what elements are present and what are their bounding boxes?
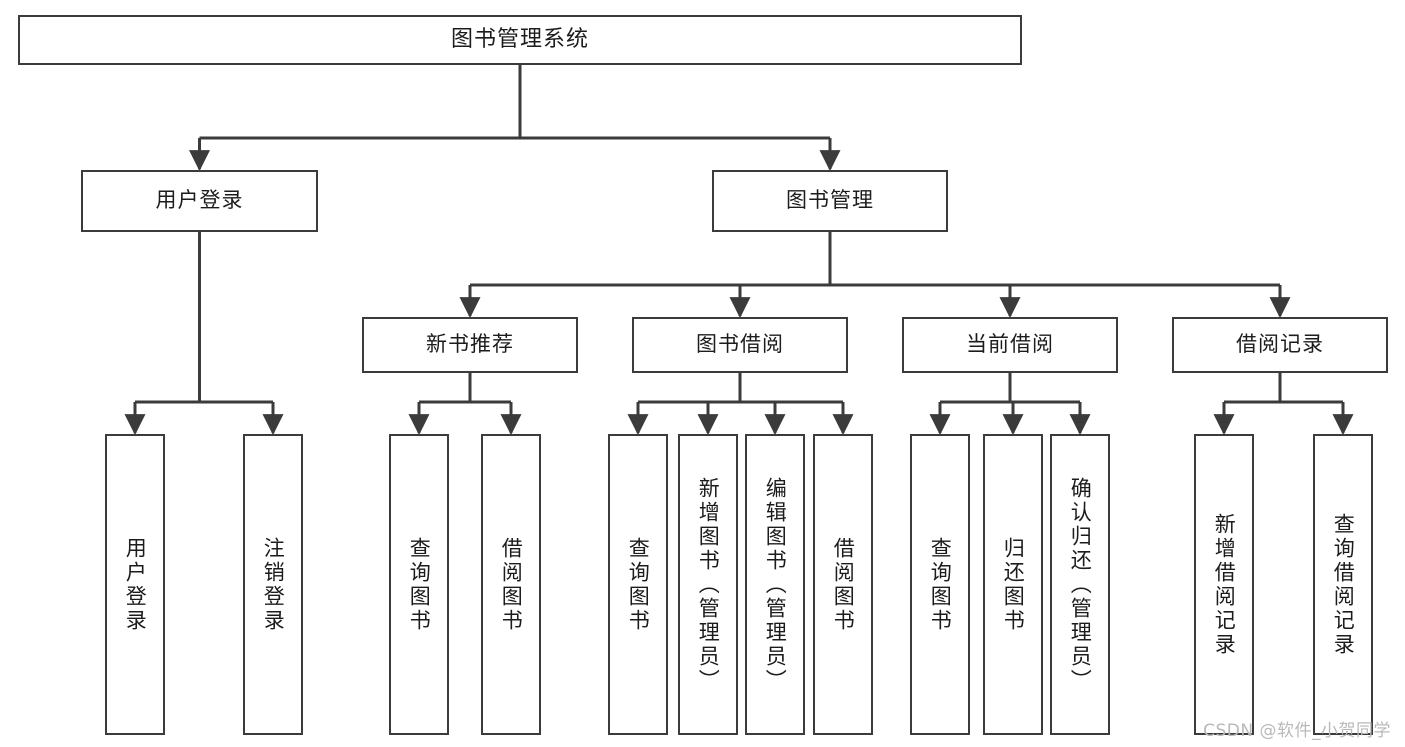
- node-lv2-book[interactable]: 图书管理: [712, 170, 948, 232]
- node-label: 新增图书（管理员）: [696, 476, 721, 693]
- node-label: 图书管理: [786, 188, 874, 213]
- node-leaf-1[interactable]: 用户登录: [105, 434, 165, 735]
- node-label: 查询图书: [928, 536, 953, 633]
- node-lv3-new[interactable]: 新书推荐: [362, 317, 578, 373]
- node-label: 查询图书: [626, 536, 651, 633]
- node-label: 查询借阅记录: [1331, 512, 1356, 657]
- node-leaf-2[interactable]: 注销登录: [243, 434, 303, 735]
- node-leaf-10[interactable]: 归还图书: [983, 434, 1043, 735]
- node-label: 借阅图书: [831, 536, 856, 633]
- node-lv3-cur[interactable]: 当前借阅: [902, 317, 1118, 373]
- node-root[interactable]: 图书管理系统: [18, 15, 1022, 65]
- node-leaf-5[interactable]: 查询图书: [608, 434, 668, 735]
- node-leaf-7[interactable]: 编辑图书（管理员）: [745, 434, 805, 735]
- node-label: 确认归还（管理员）: [1068, 476, 1093, 693]
- node-leaf-9[interactable]: 查询图书: [910, 434, 970, 735]
- node-leaf-11[interactable]: 确认归还（管理员）: [1050, 434, 1110, 735]
- node-leaf-8[interactable]: 借阅图书: [813, 434, 873, 735]
- node-leaf-13[interactable]: 查询借阅记录: [1313, 434, 1373, 735]
- node-label: 新书推荐: [426, 332, 514, 357]
- node-label: 查询图书: [407, 536, 432, 633]
- node-label: 用户登录: [123, 536, 148, 633]
- node-lv3-rec[interactable]: 借阅记录: [1172, 317, 1388, 373]
- node-label: 用户登录: [155, 188, 244, 213]
- node-label: 编辑图书（管理员）: [763, 476, 788, 693]
- node-label: 图书借阅: [696, 332, 784, 357]
- node-label: 图书管理系统: [450, 26, 589, 52]
- node-leaf-4[interactable]: 借阅图书: [481, 434, 541, 735]
- node-label: 借阅图书: [499, 536, 524, 633]
- node-leaf-12[interactable]: 新增借阅记录: [1194, 434, 1254, 735]
- node-label: 归还图书: [1001, 536, 1026, 633]
- node-label: 注销登录: [261, 536, 286, 633]
- watermark: CSDN @软件_小贺同学: [1203, 721, 1391, 741]
- node-label: 借阅记录: [1236, 332, 1324, 357]
- node-label: 新增借阅记录: [1212, 512, 1237, 657]
- node-leaf-6[interactable]: 新增图书（管理员）: [678, 434, 738, 735]
- node-lv3-borrow[interactable]: 图书借阅: [632, 317, 848, 373]
- node-label: 当前借阅: [966, 332, 1054, 357]
- node-leaf-3[interactable]: 查询图书: [389, 434, 449, 735]
- node-lv2-user[interactable]: 用户登录: [81, 170, 318, 232]
